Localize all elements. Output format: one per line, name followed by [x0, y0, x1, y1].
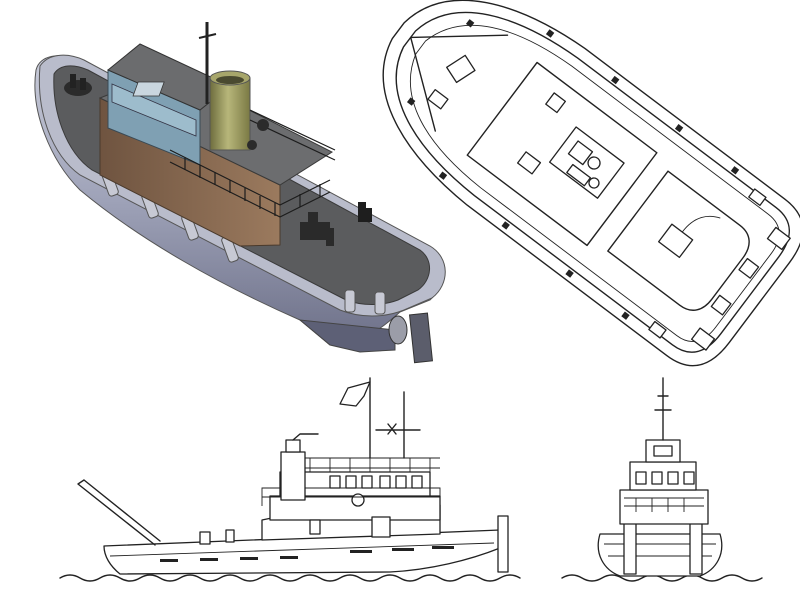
plan-hull-outline: [382, 0, 800, 367]
wheelhouse-windows: [111, 83, 197, 137]
side-flag: [339, 381, 371, 407]
side-waterline: [59, 574, 521, 582]
skylight: [132, 81, 165, 97]
side-stern-fender: [497, 515, 509, 573]
rudder: [408, 312, 434, 364]
stern-bitt: [358, 202, 372, 222]
plan-stern-deck: [607, 170, 750, 311]
bow-waterline: [561, 574, 763, 582]
bow-railings: [624, 497, 704, 512]
bow-windows: [635, 471, 695, 485]
keel: [298, 319, 396, 353]
vents: [247, 119, 269, 150]
bow-deckhouse: [619, 489, 709, 525]
bow-bitt: [64, 74, 92, 96]
stern-towing-winch: [300, 212, 334, 246]
funnel: [209, 77, 251, 151]
deck-railings: [169, 109, 336, 218]
side-bow-crane: [77, 479, 161, 546]
plan-deckhouse: [466, 61, 658, 247]
propeller: [388, 315, 408, 345]
side-hull: [103, 529, 501, 575]
bow-hull: [597, 533, 723, 577]
side-portholes: [160, 546, 454, 562]
